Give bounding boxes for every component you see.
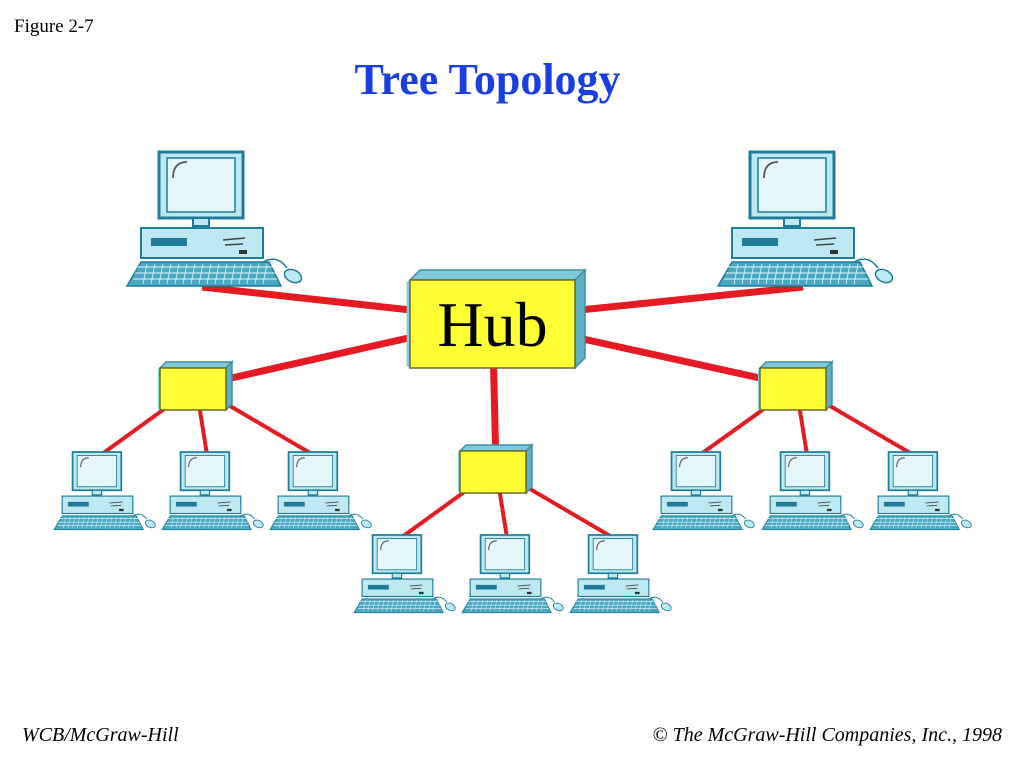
copyright-footer: © The McGraw-Hill Companies, Inc., 1998: [652, 724, 1002, 746]
hub-label: Hub: [437, 289, 547, 360]
hub-node: Hub: [406, 268, 587, 370]
pc-center-1-computer-icon: [353, 534, 456, 614]
pc-right-2-computer-icon: [761, 451, 864, 531]
sub-hub-center: [458, 443, 534, 495]
pc-center-3-computer-icon: [569, 534, 672, 614]
sub-hub-right: [758, 360, 834, 412]
pc-left-3-computer-icon: [269, 451, 372, 531]
pc-center-2-computer-icon: [461, 534, 564, 614]
pc-left-1-computer-icon: [53, 451, 156, 531]
pc-left-2-computer-icon: [161, 451, 264, 531]
figure-label: Figure 2-7: [14, 16, 94, 37]
pc-right-1-computer-icon: [652, 451, 755, 531]
pc-top-right-computer-icon: [716, 150, 894, 287]
nodes-layer: Hub: [53, 150, 972, 614]
publisher-footer: WCB/McGraw-Hill: [22, 724, 179, 746]
pc-top-left-computer-icon: [125, 150, 303, 287]
pc-right-3-computer-icon: [869, 451, 972, 531]
sub-hub-left: [158, 360, 234, 412]
slide-title: Tree Topology: [354, 55, 621, 104]
